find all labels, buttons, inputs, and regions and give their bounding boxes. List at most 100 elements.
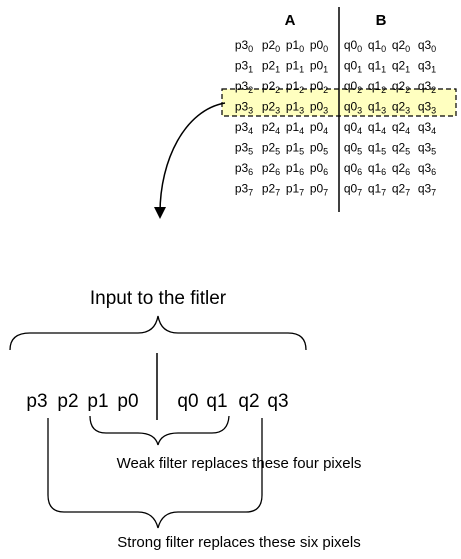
filter-input-title: Input to the fitler — [90, 288, 227, 309]
row-index-subscript: 0 — [275, 44, 280, 54]
filter-pixel: q3 — [267, 391, 288, 412]
pixel-label: p11 — [286, 59, 304, 75]
row-index-subscript: 1 — [275, 65, 280, 75]
row-index-subscript: 3 — [299, 106, 304, 116]
filter-pixel: p2 — [57, 391, 78, 412]
pixel-label: p30 — [235, 38, 253, 54]
row-index-subscript: 2 — [323, 85, 328, 95]
row-index-subscript: 5 — [357, 147, 362, 157]
pixel-label: p24 — [262, 120, 280, 136]
row-index-subscript: 6 — [299, 167, 304, 177]
pixel-label: p37 — [235, 182, 253, 198]
pixel-label: p05 — [310, 141, 328, 157]
row-index-subscript: 4 — [405, 126, 410, 136]
row-index-subscript: 0 — [323, 44, 328, 54]
weak-filter-label: Weak filter replaces these four pixels — [117, 455, 362, 472]
pixel-label: p16 — [286, 161, 304, 177]
pixel-label: p06 — [310, 161, 328, 177]
pixel-label: p36 — [235, 161, 253, 177]
row-index-subscript: 3 — [248, 106, 253, 116]
pixel-label: q24 — [392, 120, 410, 136]
row-index-subscript: 2 — [405, 85, 410, 95]
row-index-subscript: 7 — [357, 188, 362, 198]
row-index-subscript: 2 — [431, 85, 436, 95]
strong-brace — [47, 418, 263, 529]
row-index-subscript: 5 — [381, 147, 386, 157]
pixel-label: q32 — [418, 79, 436, 95]
row-index-subscript: 4 — [381, 126, 386, 136]
row-index-subscript: 3 — [431, 106, 436, 116]
pixel-label: p00 — [310, 38, 328, 54]
row-index-subscript: 6 — [275, 167, 280, 177]
pixel-label: q30 — [418, 38, 436, 54]
row-index-subscript: 3 — [381, 106, 386, 116]
row-index-subscript: 1 — [323, 65, 328, 75]
pixel-label: q06 — [344, 161, 362, 177]
row-index-subscript: 1 — [248, 65, 253, 75]
row-index-subscript: 0 — [431, 44, 436, 54]
pixel-label: p15 — [286, 141, 304, 157]
pixel-label: p32 — [235, 79, 253, 95]
pixel-label: q35 — [418, 141, 436, 157]
pixel-label: p25 — [262, 141, 280, 157]
row-index-subscript: 2 — [381, 85, 386, 95]
row-index-subscript: 2 — [248, 85, 253, 95]
row-index-subscript: 6 — [248, 167, 253, 177]
column-b-label: B — [376, 12, 387, 29]
row-index-subscript: 1 — [405, 65, 410, 75]
row-index-subscript: 5 — [299, 147, 304, 157]
pixel-label: p26 — [262, 161, 280, 177]
pixel-row: p36 p26 p16 p06 q06 q16 q26 q36 — [235, 161, 436, 177]
filter-pixel: q2 — [238, 391, 259, 412]
pixel-label: p35 — [235, 141, 253, 157]
pixel-label: p14 — [286, 120, 304, 136]
pixel-label: q14 — [368, 120, 386, 136]
row-index-subscript: 7 — [431, 188, 436, 198]
curved-arrow — [154, 102, 226, 219]
pixel-label: q04 — [344, 120, 362, 136]
row-index-subscript: 5 — [275, 147, 280, 157]
row-index-subscript: 4 — [275, 126, 280, 136]
pixel-label: q16 — [368, 161, 386, 177]
pixel-label: p01 — [310, 59, 328, 75]
pixel-label: q05 — [344, 141, 362, 157]
row-index-subscript: 2 — [357, 85, 362, 95]
row-index-subscript: 0 — [381, 44, 386, 54]
pixel-label: q15 — [368, 141, 386, 157]
row-index-subscript: 7 — [275, 188, 280, 198]
column-a-label: A — [285, 12, 296, 29]
pixel-label: q21 — [392, 59, 410, 75]
top-brace — [9, 315, 307, 351]
row-index-subscript: 5 — [431, 147, 436, 157]
pixel-label: q17 — [368, 182, 386, 198]
row-index-subscript: 3 — [405, 106, 410, 116]
pixel-label: q02 — [344, 79, 362, 95]
pixel-label: p07 — [310, 182, 328, 198]
pixel-label: q22 — [392, 79, 410, 95]
pixel-label: p20 — [262, 38, 280, 54]
row-index-subscript: 4 — [323, 126, 328, 136]
pixel-label: q07 — [344, 182, 362, 198]
filter-pixel: q1 — [206, 391, 227, 412]
filter-pixel: p3 — [26, 391, 47, 412]
pixel-label: q27 — [392, 182, 410, 198]
row-index-subscript: 7 — [323, 188, 328, 198]
row-index-subscript: 0 — [357, 44, 362, 54]
pixel-label: q26 — [392, 161, 410, 177]
strong-filter-label: Strong filter replaces these six pixels — [117, 534, 360, 551]
row-index-subscript: 3 — [357, 106, 362, 116]
pixel-label: q36 — [418, 161, 436, 177]
row-index-subscript: 3 — [323, 106, 328, 116]
row-index-subscript: 6 — [431, 167, 436, 177]
row-index-subscript: 4 — [357, 126, 362, 136]
filter-pixel: q0 — [177, 391, 198, 412]
pixel-label: q00 — [344, 38, 362, 54]
row-index-subscript: 0 — [299, 44, 304, 54]
pixel-label: q01 — [344, 59, 362, 75]
pixel-label: q11 — [368, 59, 386, 75]
